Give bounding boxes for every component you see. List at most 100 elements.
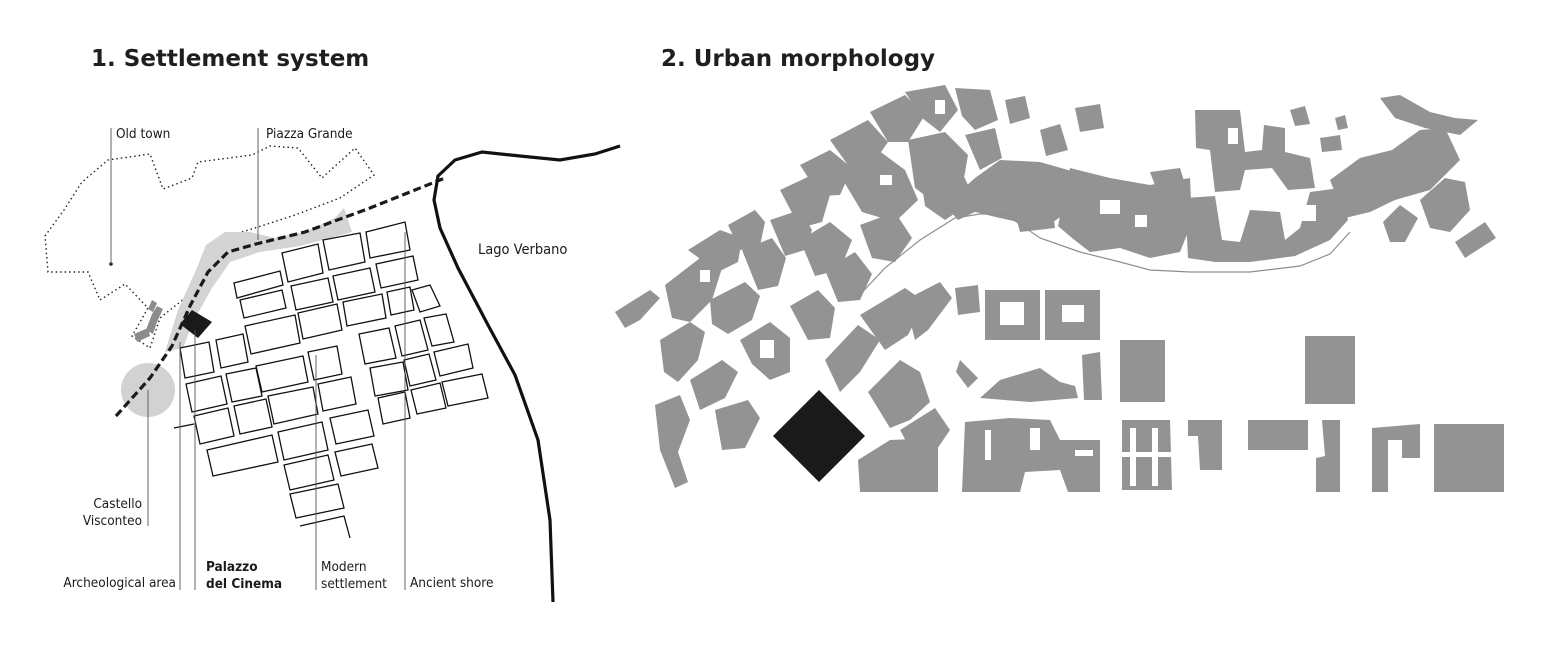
courtyard xyxy=(700,270,710,282)
building-cluster xyxy=(688,230,742,272)
city-block xyxy=(233,398,273,435)
label-modern-line1: Modern xyxy=(321,559,367,575)
building-cluster xyxy=(980,368,1078,402)
city-block xyxy=(365,221,411,259)
city-block xyxy=(277,421,329,461)
building-cluster xyxy=(1320,135,1342,152)
label-old-town: Old town xyxy=(116,126,170,142)
building-block xyxy=(1248,420,1308,450)
city-block xyxy=(307,345,343,381)
city-block xyxy=(332,267,376,301)
building-cluster xyxy=(955,88,998,130)
label-castello-line1: Castello xyxy=(93,496,142,512)
building-cluster xyxy=(1185,188,1348,262)
city-block xyxy=(193,407,235,445)
building-cluster xyxy=(1010,192,1055,232)
label-castello-line2: Visconteo xyxy=(83,513,142,529)
building-cluster xyxy=(965,128,1002,170)
building-cluster xyxy=(1383,205,1418,242)
city-block xyxy=(233,270,284,299)
piazza-grande-area xyxy=(165,208,352,352)
city-block xyxy=(441,373,489,407)
former-shoreline-strip xyxy=(854,213,1351,301)
courtyard xyxy=(880,175,892,185)
palazzo-del-cinema-footprint xyxy=(773,390,865,482)
building-cluster xyxy=(1335,115,1348,130)
building-cluster xyxy=(742,238,786,290)
city-block xyxy=(358,327,397,365)
building-block xyxy=(1434,424,1504,492)
city-block xyxy=(239,289,287,319)
city-block xyxy=(423,313,455,347)
city-block xyxy=(329,409,375,445)
building-cluster xyxy=(655,395,690,488)
building-cluster xyxy=(860,212,912,262)
label-piazza-grande: Piazza Grande xyxy=(266,126,353,142)
city-block xyxy=(394,319,429,357)
building-block xyxy=(1305,336,1355,404)
city-block xyxy=(410,382,447,415)
building-cluster xyxy=(825,252,872,302)
courtyard xyxy=(760,340,774,358)
city-block xyxy=(185,375,228,413)
city-block xyxy=(281,243,324,283)
city-block xyxy=(334,443,379,477)
building-cluster xyxy=(1005,96,1030,124)
urban-morphology-map xyxy=(615,85,1504,492)
building-cluster xyxy=(962,418,1100,492)
courtyard xyxy=(1228,128,1238,144)
building-cluster xyxy=(985,290,1040,340)
courtyard xyxy=(1100,200,1120,214)
building-cluster xyxy=(905,282,952,340)
courtyard xyxy=(1075,450,1093,456)
label-ancient-shore: Ancient shore xyxy=(410,575,493,591)
building-cluster xyxy=(710,282,760,334)
building-cluster xyxy=(858,438,938,492)
courtyard xyxy=(935,100,945,114)
old-town-outline xyxy=(44,145,375,350)
city-block xyxy=(322,232,366,271)
city-block xyxy=(317,376,357,412)
city-block xyxy=(225,367,263,403)
courtyard-cutouts xyxy=(700,100,1316,486)
building-cluster xyxy=(1150,168,1190,204)
old-town-fabric xyxy=(615,85,1002,488)
city-block xyxy=(290,277,334,311)
building-cluster xyxy=(1455,222,1496,258)
building-cluster xyxy=(825,325,880,392)
city-block xyxy=(289,483,345,519)
city-block xyxy=(244,314,301,355)
building-cluster xyxy=(1316,420,1340,492)
building-cluster xyxy=(728,210,765,250)
label-lago-verbano: Lago Verbano xyxy=(478,242,567,258)
building-cluster xyxy=(840,150,918,222)
city-block xyxy=(179,341,215,379)
street-edge xyxy=(299,515,351,539)
building-cluster xyxy=(690,360,738,410)
city-block xyxy=(377,391,411,425)
building-cluster xyxy=(1290,106,1310,126)
city-block xyxy=(403,353,437,387)
building-cluster xyxy=(956,360,978,388)
building-cluster xyxy=(800,150,852,196)
archeological-remains xyxy=(134,300,163,342)
city-block xyxy=(411,284,441,313)
city-block xyxy=(206,434,279,477)
building-cluster xyxy=(1075,104,1104,132)
building-block xyxy=(1120,340,1165,402)
city-block xyxy=(267,386,319,425)
building-cluster xyxy=(1082,352,1102,400)
city-block xyxy=(215,333,249,369)
city-block xyxy=(375,255,419,289)
historic-road-dashed xyxy=(114,176,446,418)
building-cluster xyxy=(1045,290,1100,340)
city-block xyxy=(283,454,335,491)
city-block xyxy=(433,343,474,377)
courtyard xyxy=(1030,428,1040,450)
modern-settlement-blocks xyxy=(173,221,489,539)
building-cluster xyxy=(1040,124,1068,156)
city-block xyxy=(369,361,409,397)
label-modern-line2: settlement xyxy=(321,576,387,592)
street-edge xyxy=(173,423,195,429)
building-cluster xyxy=(905,85,958,132)
